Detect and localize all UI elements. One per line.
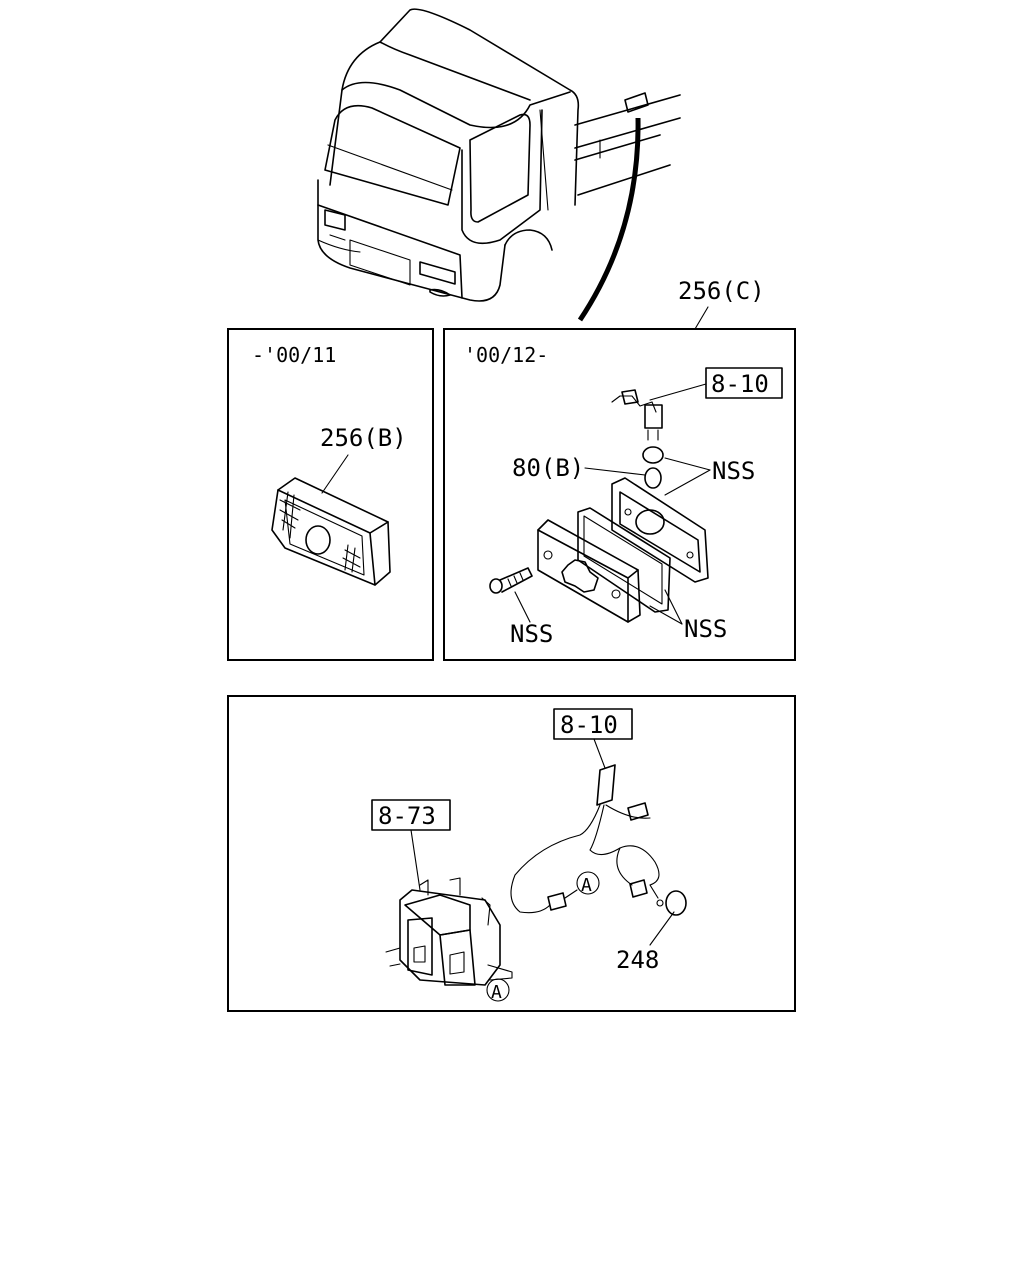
nss-label-1: NSS: [712, 457, 755, 485]
ref-8-73-label: 8-73: [378, 802, 436, 830]
lamp-housing: [611, 477, 709, 583]
truck-cab-illustration: [317, 8, 681, 322]
bulb-80b: [644, 467, 662, 489]
ref-box-8-10-top: [705, 367, 783, 399]
lamp-lens: [537, 519, 641, 623]
panel-new-lamp: '00/12- 256(C) 8-10 80(B) NSS: [443, 277, 796, 661]
connector-a-label-2: A: [491, 982, 502, 1003]
connector-a-marker-1: [576, 871, 600, 895]
side-marker-lamp-256b: [271, 477, 391, 586]
socket: [642, 446, 664, 464]
screw: [489, 567, 533, 594]
wiring-harness: [510, 764, 687, 916]
part-256c-label: 256(C): [678, 277, 765, 305]
period-new-label: '00/12-: [464, 343, 548, 367]
ref-box-8-10-bottom: [553, 708, 633, 740]
period-old-label: -'00/11: [252, 343, 336, 367]
nss-label-3: NSS: [684, 615, 727, 643]
part-80b-label: 80(B): [512, 454, 584, 482]
ref-8-10-top-label: 8-10: [711, 370, 769, 398]
nss-label-2: NSS: [510, 620, 553, 648]
heater-unit: [385, 877, 513, 986]
part-256b-label: 256(B): [320, 424, 407, 452]
panel-wiring: 8-10 8-73 A 248: [227, 695, 796, 1012]
connector-a-label-1: A: [581, 875, 592, 896]
ref-8-10-bottom-label: 8-10: [560, 711, 618, 739]
connector-a-marker-2: [486, 978, 510, 1002]
part-248-label: 248: [616, 946, 659, 974]
panel-old-lamp: -'00/11 256(B): [227, 328, 434, 661]
